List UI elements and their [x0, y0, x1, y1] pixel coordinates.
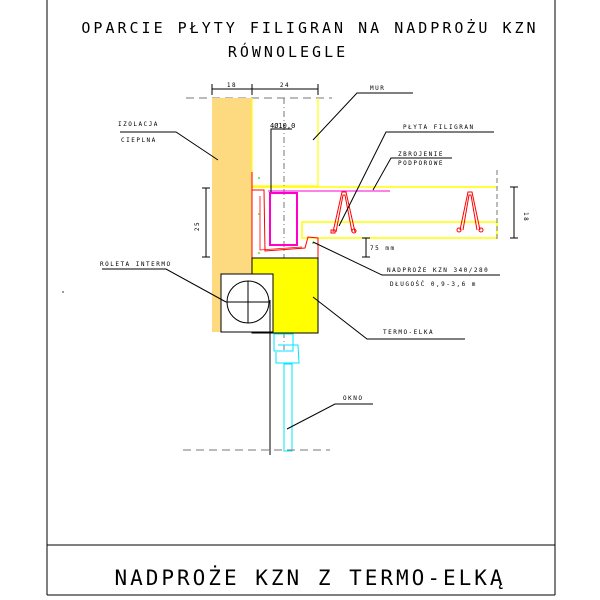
- truss-inner: [462, 194, 478, 231]
- slab-height-dimension: 18: [510, 186, 529, 239]
- roller-shutter-box: [220, 273, 274, 333]
- drawing-subtitle: RÓWNOLEGLE: [228, 42, 348, 61]
- leader-roller: [102, 268, 227, 303]
- wall: [251, 98, 319, 188]
- rebar-dot: [258, 252, 260, 254]
- leader-insulation: [120, 131, 219, 161]
- truss-foot: [456, 227, 462, 233]
- window-head: [273, 333, 294, 352]
- dim-bearing: 75 mm: [370, 245, 396, 252]
- leader-slab: [338, 131, 494, 227]
- roller-box-outline: [220, 273, 274, 333]
- window-glazing: [283, 363, 293, 452]
- label-reinforcement-2: PODPOROWE: [398, 160, 444, 167]
- dim-wall: 24: [280, 82, 290, 89]
- leader-termo: [312, 296, 465, 340]
- window-frame: [273, 333, 300, 452]
- label-lintel: NADPROŻE KZN 340/280: [387, 267, 489, 274]
- leader-reinforcement: [372, 157, 452, 191]
- label-roller: ROLETA INTERMO: [100, 261, 172, 268]
- truss-foot: [351, 228, 357, 234]
- sheet-title: NADPROŻE KZN Z TERMO-ELKĄ: [114, 565, 505, 590]
- label-length: DŁUGOŚĆ 0,9-3,6 m: [390, 281, 477, 288]
- bearing-dimension: 75 mm: [362, 237, 396, 258]
- dim-slab: 18: [522, 212, 529, 222]
- dim-insulation: 18: [227, 82, 237, 89]
- kzn-lintel: [251, 172, 319, 259]
- stirrup: [269, 192, 298, 246]
- drawing-title: OPARCIE PŁYTY FILIGRAN NA NADPROŻU KZN: [81, 18, 538, 37]
- rebar-dot: [258, 213, 260, 215]
- truss-foot: [330, 229, 336, 234]
- label-slab: PŁYTA FILIGRAN: [403, 124, 475, 131]
- label-window: OKNO: [343, 395, 363, 402]
- leader-wall: [312, 92, 413, 141]
- lintel-height-dimension: 25: [194, 187, 210, 258]
- lintel-inner-line: [259, 196, 303, 251]
- window-sash: [275, 344, 300, 364]
- truss-outer: [332, 191, 356, 233]
- rebar-dot: [258, 177, 260, 179]
- label-reinforcement-1: ZBROJENIE: [398, 151, 444, 158]
- leader-lintel: [312, 241, 500, 276]
- stray-dot: [62, 291, 64, 293]
- rebar-label: 4Ø10,0: [270, 122, 295, 130]
- label-insulation-1: IZOLACJA: [118, 121, 159, 128]
- label-termo: TERMO-ELKA: [383, 329, 434, 336]
- truss-foot: [478, 227, 484, 233]
- rebar-leader: [270, 128, 292, 192]
- leader-window: [286, 403, 373, 430]
- truss-inner: [335, 194, 353, 233]
- label-wall: MUR: [370, 85, 385, 92]
- label-insulation-2: CIEPLNA: [121, 137, 157, 144]
- top-dimension: 18 24: [211, 82, 319, 95]
- lattice-truss: [330, 191, 484, 234]
- dim-lintel: 25: [194, 221, 201, 231]
- truss-outer: [459, 191, 481, 231]
